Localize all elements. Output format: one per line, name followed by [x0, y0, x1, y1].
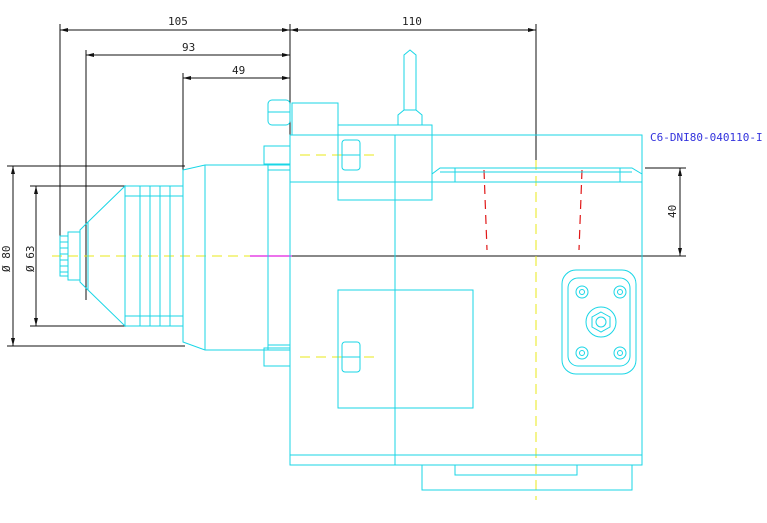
dim-110-label: 110 — [402, 15, 422, 28]
dim-105-label: 105 — [168, 15, 188, 28]
dim-49-label: 49 — [232, 64, 245, 77]
dim-40-label: 40 — [666, 205, 679, 218]
dimension-arrows — [11, 28, 682, 346]
dim-dia80-label: Ø 80 — [0, 246, 13, 273]
center-lines — [52, 154, 583, 500]
part-code-label: C6-DNI80-040110-I — [650, 131, 763, 144]
dim-93-label: 93 — [182, 41, 195, 54]
dimension-lines — [7, 24, 686, 347]
dim-dia63-label: Ø 63 — [24, 246, 37, 273]
tool-holder-outline — [59, 49, 643, 491]
